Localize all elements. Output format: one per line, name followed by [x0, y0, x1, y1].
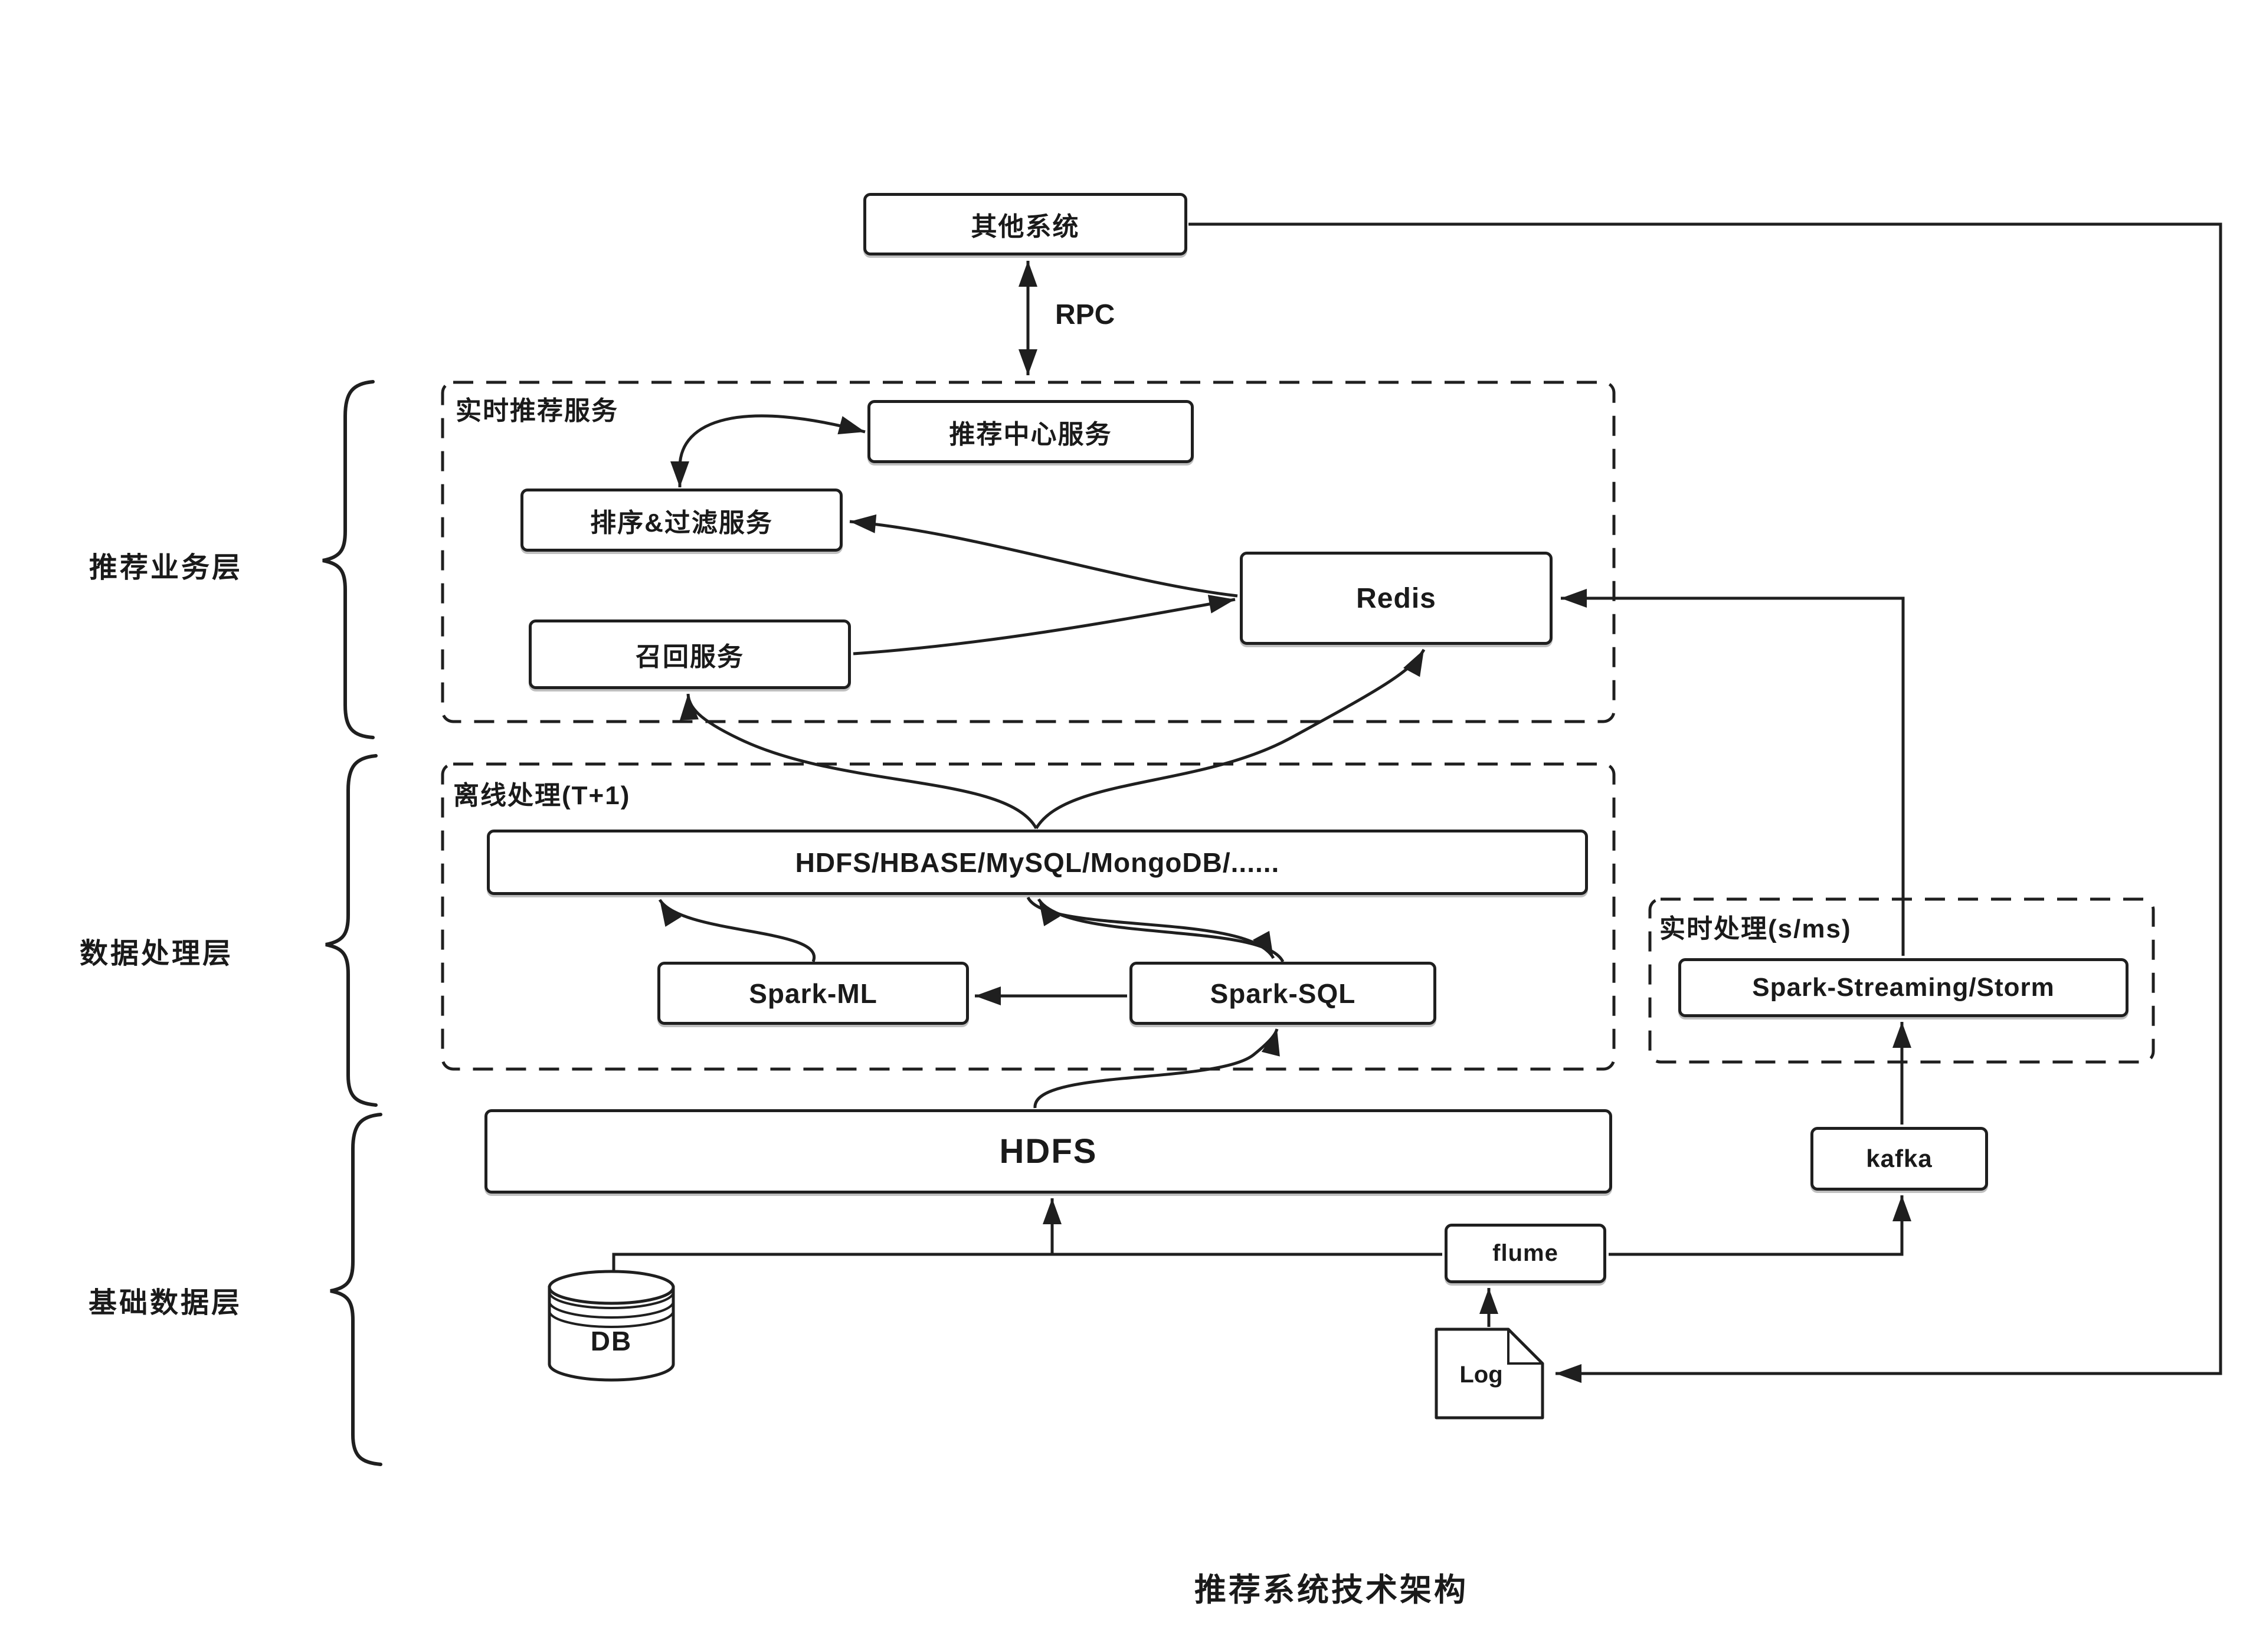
brace-base-layer	[330, 1113, 382, 1466]
node-hdfs: HDFS	[484, 1109, 1612, 1194]
node-kafka: kafka	[1810, 1127, 1988, 1191]
connector-db-flume-bus	[612, 1253, 1442, 1270]
node-flume: flume	[1445, 1224, 1606, 1283]
page-title: 推荐系统技术架构	[1194, 1572, 1468, 1608]
connector-spark-sql-to-storage	[1037, 898, 1285, 963]
node-spark-streaming: Spark-Streaming/Storm	[1678, 958, 2129, 1017]
layer-label-business: 推荐业务层	[89, 552, 243, 584]
log-document-icon	[1435, 1328, 1544, 1420]
group-label-offline: 离线处理(T+1)	[453, 781, 631, 810]
connector-storage-to-spark-sql	[1026, 896, 1275, 959]
node-other-system: 其他系统	[863, 193, 1187, 255]
node-rank-filter: 排序&过滤服务	[520, 489, 843, 552]
connector-rank-filter-rec-center	[670, 414, 866, 487]
connector-spark-ml-to-storage	[658, 899, 816, 962]
connector-streaming-to-redis	[1561, 589, 1905, 956]
brace-business-layer	[322, 380, 375, 739]
node-rec-center: 推荐中心服务	[867, 400, 1194, 463]
node-storage: HDFS/HBASE/MySQL/MongoDB/......	[487, 830, 1588, 895]
group-realtime-service-box	[441, 381, 1616, 723]
connector-other-system-to-log	[1188, 222, 2222, 1383]
node-recall: 召回服务	[529, 620, 851, 689]
group-offline-box	[441, 762, 1616, 1071]
connector-storage-to-redis	[1034, 648, 1426, 830]
node-spark-ml: Spark-ML	[657, 962, 969, 1025]
group-label-realtime-service: 实时推荐服务	[456, 396, 618, 425]
node-log-label: Log	[1459, 1362, 1503, 1388]
connector-recall-to-redis	[853, 595, 1236, 655]
rpc-label: RPC	[1055, 299, 1115, 330]
db-cylinder-icon	[548, 1270, 675, 1382]
connector-hdfs-to-spark-sql	[1033, 1028, 1280, 1109]
connector-flume-to-kafka	[1609, 1195, 1911, 1256]
connector-storage-to-recall	[680, 693, 1038, 830]
node-db-label: DB	[590, 1326, 633, 1356]
layer-label-processing: 数据处理层	[80, 938, 234, 969]
brace-processing-layer	[325, 754, 378, 1107]
connector-redis-to-rank-filter	[849, 514, 1238, 598]
node-redis: Redis	[1240, 552, 1553, 645]
node-spark-sql: Spark-SQL	[1129, 962, 1436, 1025]
layer-label-base: 基础数据层	[89, 1287, 243, 1319]
group-label-realtime-processing: 实时处理(s/ms)	[1659, 914, 1852, 943]
